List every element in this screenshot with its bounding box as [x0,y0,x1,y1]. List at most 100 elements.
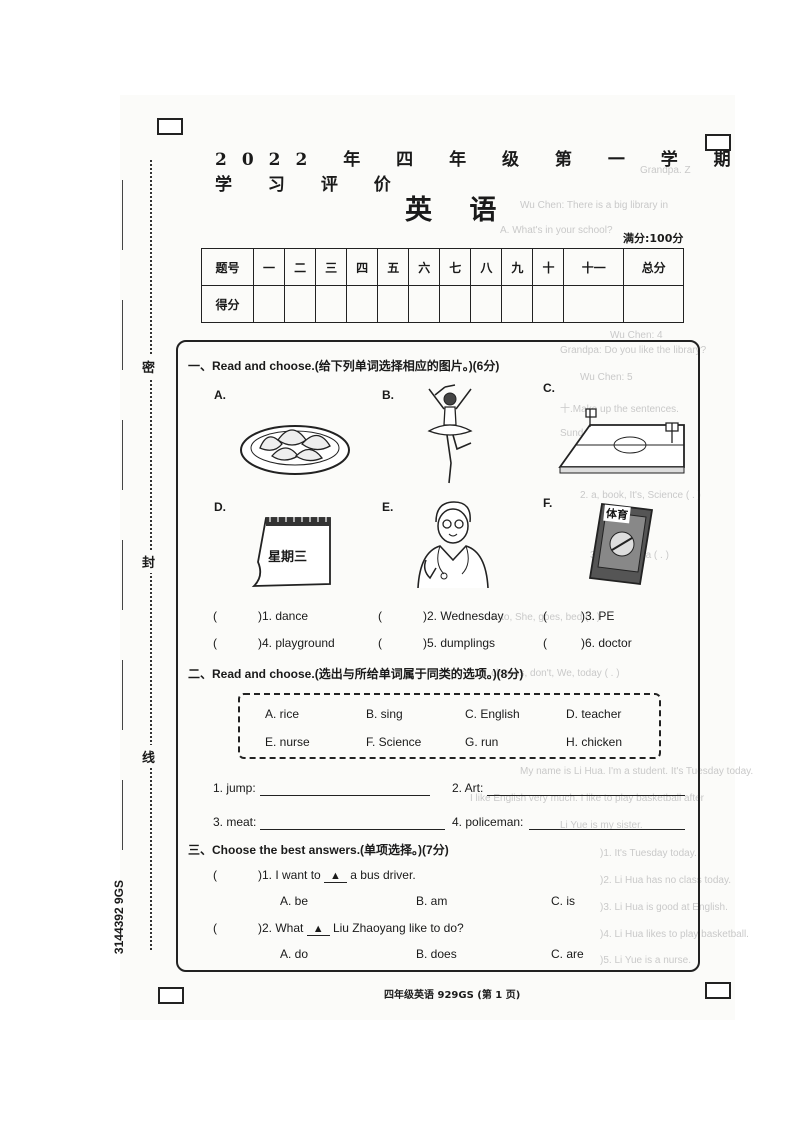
ghost-text: )2. Li Hua has no class today. [600,875,731,886]
score-cell[interactable] [563,285,625,323]
score-table: 题号 一 二 三 四 五 六 七 八 九 十 十一 总分 得分 [201,248,684,323]
word-bank-box [238,693,661,759]
score-cell[interactable] [315,285,348,323]
ghost-text: 4. to, She, goes, bed ( . ) [490,612,601,623]
question-stem: a bus driver. [350,868,416,882]
option-b[interactable]: B. does [416,947,457,961]
word-option: B. sing [366,707,403,721]
score-table-label: 题号 [201,248,254,286]
word-option: D. teacher [566,707,622,721]
score-column: 总分 [623,248,684,286]
score-column: 二 [284,248,317,286]
score-column: 七 [439,248,472,286]
ghost-text: )5. Li Yue is a nurse. [600,955,691,966]
question-stem: Liu Zhaoyang like to do? [332,921,464,935]
word-option: F. Science [366,735,422,749]
score-cell[interactable] [501,285,534,323]
score-column: 六 [408,248,441,286]
answer-item-5[interactable]: ()5. dumplings [378,636,495,650]
score-table-header-row: 题号 一 二 三 四 五 六 七 八 九 十 十一 总分 [201,248,684,286]
margin-field-line [122,180,123,250]
answer-paren: ( [378,636,382,650]
binding-margin: 密 封 线 3144392 9GS [110,160,170,960]
playground-picture [558,408,685,474]
blank-marker-icon: ▲ [306,923,330,936]
ghost-text: 十.Make up the sentences. [560,404,679,415]
section1-title: 一、Read and choose.(给下列单词选择相应的图片。)(6分) [188,359,500,373]
score-cell[interactable] [346,285,379,323]
question-stem: )1. I want to [258,868,321,882]
ghost-text: 2. a, book, It's, Science ( . ) [580,490,701,501]
ghost-text: Li Yue is my sister. [560,820,643,831]
margin-field-line [122,420,123,490]
word-option: G. run [465,735,499,749]
full-mark: 满分:100分 [623,232,684,245]
corner-mark-bottom-right [705,982,731,999]
corner-mark-top-right [705,134,731,151]
score-cell[interactable] [252,285,286,323]
option-a[interactable]: A. do [280,947,309,961]
ghost-text: Grandpa. Z [640,165,691,176]
ghost-text: My name is Li Hua. I'm a student. It's T… [520,766,754,777]
answer-item-6[interactable]: ()6. doctor [543,636,632,650]
score-cell[interactable] [377,285,410,323]
score-row-label: 得分 [201,285,254,323]
page-footer: 四年级英语 929GS (第 1 页) [384,990,521,1001]
book-title-text: 体育 [603,504,631,524]
score-cell[interactable] [470,285,503,323]
score-column: 九 [501,248,534,286]
ghost-text: 5. classes, don't, We, today ( . ) [480,668,620,679]
question-1[interactable]: ()1. I want to ▲ a bus driver. [213,868,416,883]
answer-item-3[interactable]: ()3. PE [543,609,614,623]
score-cell[interactable] [439,285,472,323]
corner-mark-bottom-left [158,987,184,1004]
seal-word-mi: 密 [142,355,156,378]
answer-item-2[interactable]: ( )2. Wednesday [378,609,504,623]
option-a[interactable]: A. be [280,894,309,908]
score-cell[interactable] [623,285,684,323]
book-cover-icon [588,503,654,585]
answer-paren: ( [543,636,547,650]
answer-item-4[interactable]: ()4. playground [213,636,335,650]
option-c[interactable]: C. is [551,894,575,908]
answer-blank[interactable] [529,829,685,830]
ghost-text: I like English very much. I like to play… [470,793,704,804]
seal-word-xian: 线 [142,745,156,768]
answer-paren: ( [378,609,382,623]
word-option: A. rice [265,707,300,721]
pic-label-d: D. [214,500,226,514]
ghost-text: Wu Chen: 5 [580,372,633,383]
answer-paren: ( [213,609,217,623]
ghost-text: Grandpa: Do you like the library? [560,345,707,356]
question-2[interactable]: ()2. What ▲ Liu Zhaoyang like to do? [213,921,464,936]
score-cell[interactable] [408,285,441,323]
pic-label-e: E. [382,500,394,514]
word-option: E. nurse [265,735,310,749]
score-cell[interactable] [284,285,317,323]
option-c[interactable]: C. are [551,947,584,961]
answer-item-1[interactable]: ()1. dance [213,609,308,623]
pic-label-c: C. [543,381,555,395]
blank-label: 3. meat: [213,815,257,829]
blank-marker-icon: ▲ [324,870,347,883]
score-cell[interactable] [532,285,565,323]
answer-text: )2. Wednesday [423,609,504,623]
blank-label: 2. Art: [452,781,484,795]
answer-blank[interactable] [260,795,430,796]
option-b[interactable]: B. am [416,894,448,908]
section3-title: 三、Choose the best answers.(单项选择。)(7分) [188,843,449,857]
subject-title: 英 语 [405,195,511,226]
seal-word-feng: 封 [142,550,156,573]
answer-blank[interactable] [260,829,445,830]
question-frame [176,340,700,972]
answer-blank[interactable] [487,795,685,796]
score-column: 八 [470,248,503,286]
calendar-sheet-icon [251,516,331,587]
word-option: C. English [465,707,520,721]
margin-field-line [122,540,123,610]
barcode-number: 3144392 9GS [112,880,126,955]
ghost-text: )4. Li Hua likes to play basketball. [600,929,749,940]
pic-label-b: B. [382,388,394,402]
score-column: 三 [315,248,348,286]
answer-paren: ( [213,636,217,650]
